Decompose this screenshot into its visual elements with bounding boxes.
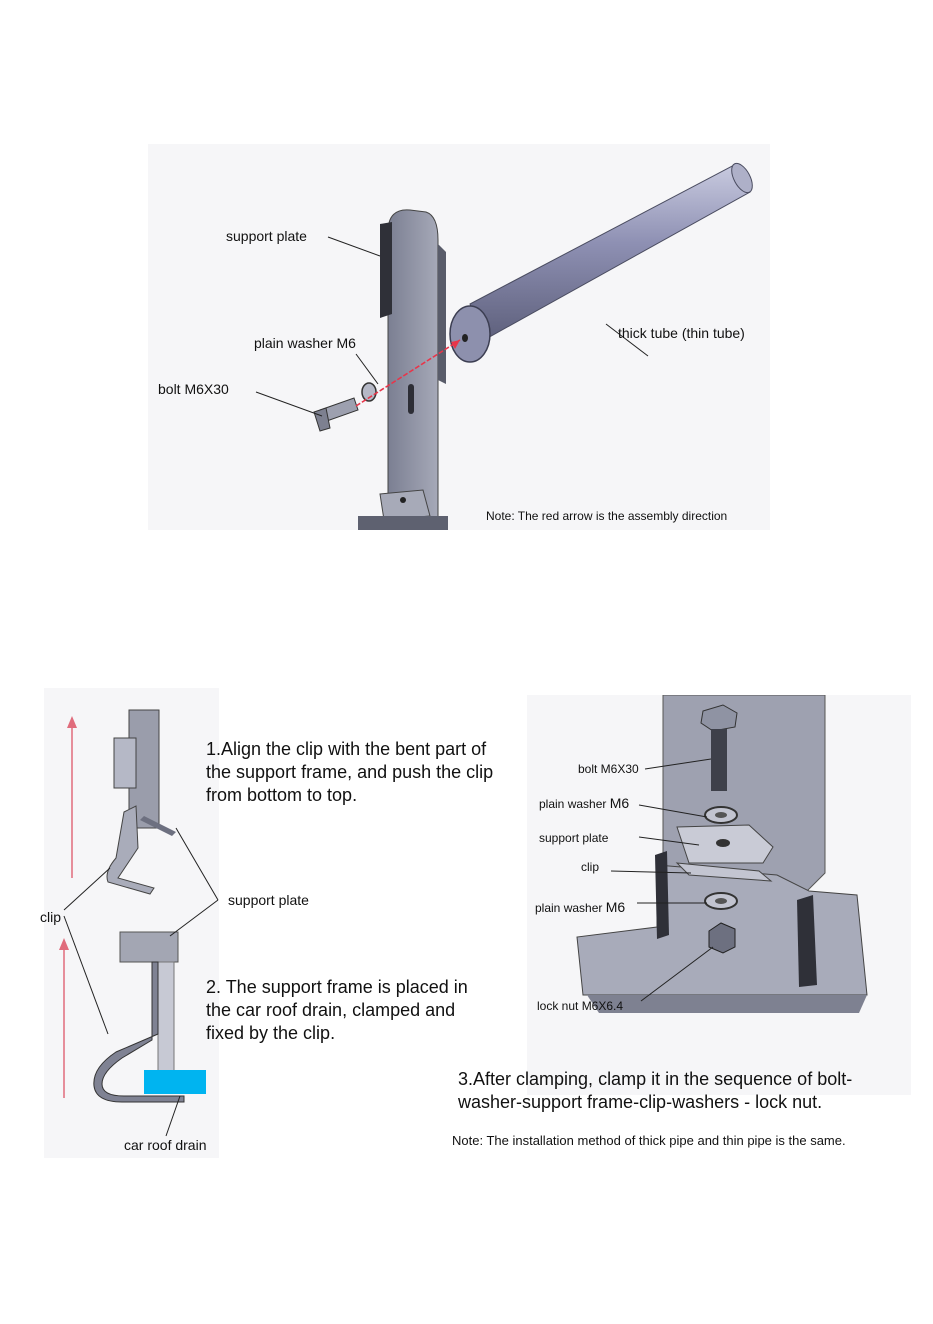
clip-bottom-shape	[93, 961, 185, 1103]
car-roof-drain-block	[144, 1070, 206, 1094]
tube-assembly-illustration	[148, 144, 770, 531]
assembly-direction-arrow	[355, 339, 461, 407]
plain-washer-label: plain washer M6	[254, 335, 356, 351]
plain-washer-bottom-label: plain washer M6	[535, 899, 626, 915]
support-frame-top-shape	[113, 709, 176, 836]
clip-stack-shape	[675, 862, 773, 882]
bolt-stack-figure: bolt M6X30 plain washer M6 support plate…	[452, 694, 911, 1155]
bolt-shape	[313, 397, 359, 432]
support-frame-bottom-shape	[119, 931, 179, 1073]
tube-shape	[449, 162, 753, 363]
tube-label: thick tube (thin tube)	[618, 325, 745, 341]
clip-installation-figure: 1.Align the clip with the bent part of t…	[34, 688, 496, 1158]
tube-assembly-figure: support plate plain washer M6 bolt M6X30…	[148, 144, 770, 531]
assembly-direction-note: Note: The red arrow is the assembly dire…	[486, 509, 728, 523]
bolt-stack-shape	[700, 704, 738, 791]
step-3-instruction: 3.After clamping, clamp it in the sequen…	[458, 1069, 853, 1112]
clip-label: clip	[40, 909, 62, 925]
support-plate-stack-label: support plate	[539, 831, 609, 845]
lock-nut-label: lock nut M6X6.4	[537, 999, 624, 1013]
page-bottom-edge	[0, 1312, 933, 1324]
car-roof-drain-label: car roof drain	[124, 1137, 207, 1153]
bolt-stack-illustration	[527, 694, 911, 1095]
push-direction-arrow-top	[67, 716, 77, 878]
clip-stack-label: clip	[581, 860, 600, 874]
step-2-instruction: 2. The support frame is placed in the ca…	[206, 977, 468, 1043]
step-1-instruction: 1.Align the clip with the bent part of t…	[206, 739, 494, 805]
support-plate-label: support plate	[226, 228, 307, 244]
support-plate-label-2: support plate	[228, 892, 309, 908]
plain-washer-top-label: plain washer M6	[539, 795, 630, 811]
installation-note: Note: The installation method of thick p…	[452, 1133, 846, 1148]
clip-top-shape	[106, 805, 155, 895]
push-direction-arrow-bottom	[59, 938, 69, 1098]
washer-shape	[361, 382, 377, 402]
clip-installation-illustration	[44, 688, 219, 1158]
bolt-label: bolt M6X30	[158, 381, 229, 397]
bolt-stack-label: bolt M6X30	[578, 762, 639, 776]
lock-nut-shape	[708, 922, 736, 954]
